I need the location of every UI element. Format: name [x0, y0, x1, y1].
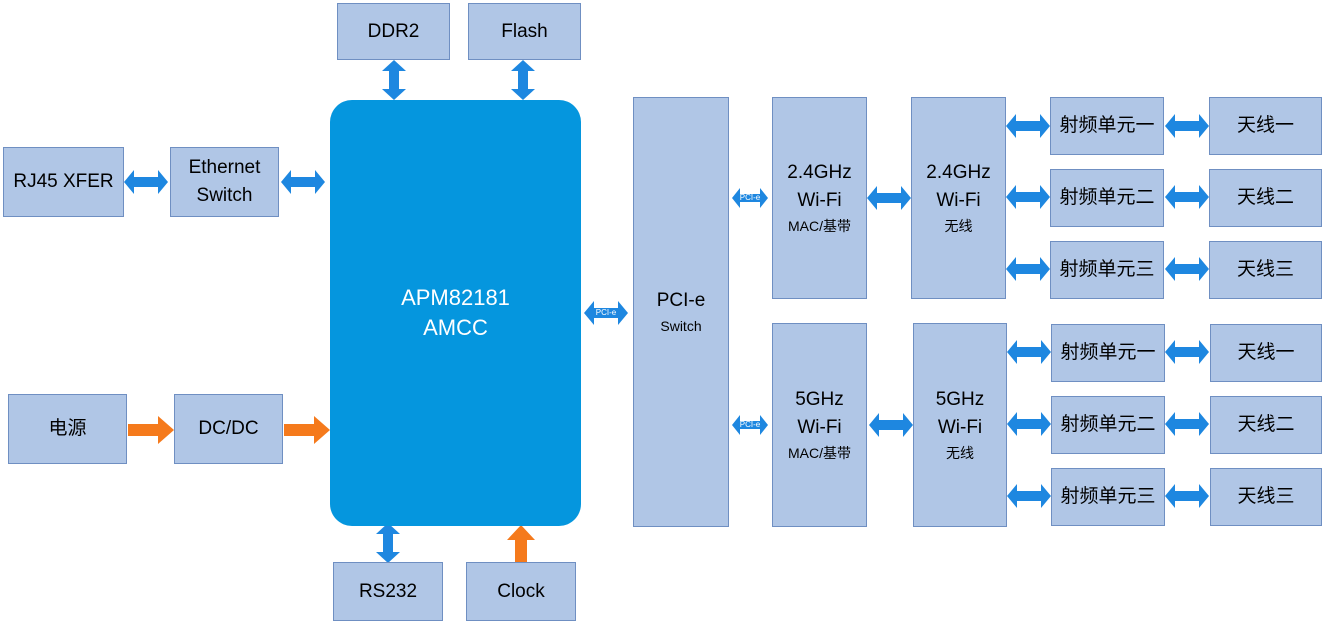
rf-unit-label: 射频单元一 — [1060, 342, 1156, 363]
pcie-switch-box: PCI-e Switch — [633, 97, 729, 527]
mac5-radio-arrow — [869, 413, 913, 437]
radio-5-line2: Wi-Fi — [937, 417, 983, 438]
clock-box: Clock — [466, 562, 576, 621]
clock-label: Clock — [497, 580, 545, 602]
rf2-ant2-arrow — [1165, 185, 1209, 209]
rf1-ant1-arrow — [1165, 114, 1209, 138]
mac-5-line2: Wi-Fi — [797, 417, 842, 438]
radio-24-line2: Wi-Fi — [936, 190, 981, 211]
radio24-rf1-arrow — [1006, 114, 1050, 138]
flash-cpu-arrow — [511, 60, 535, 100]
rf-unit-label: 射频单元三 — [1060, 486, 1156, 507]
ethernet-switch-line2: Switch — [196, 185, 253, 206]
antenna-5-1: 天线一 — [1210, 324, 1322, 382]
ethernet-switch-box: Ethernet Switch — [170, 147, 279, 217]
mac-24-line2: Wi-Fi — [797, 190, 842, 211]
rj45-box: RJ45 XFER — [3, 147, 124, 217]
pcie-switch-line2: Switch — [660, 318, 702, 334]
ddr2-label: DDR2 — [367, 20, 420, 42]
antenna-label: 天线三 — [1237, 486, 1295, 507]
cpu-model: APM82181 — [401, 285, 510, 310]
rf1-ant1-5g-arrow — [1165, 340, 1209, 364]
radio-5ghz-box: 5GHz Wi-Fi 无线 — [913, 323, 1007, 527]
mac-5-line3: MAC/基带 — [788, 445, 851, 461]
radio24-rf2-arrow — [1006, 185, 1050, 209]
power-dcdc-arrow — [128, 416, 174, 444]
rs232-box: RS232 — [333, 562, 443, 621]
mac-24ghz-box: 2.4GHz Wi-Fi MAC/基带 — [772, 97, 867, 299]
rf-unit-5-3: 射频单元三 — [1051, 468, 1165, 526]
ethernet-switch-line1: Ethernet — [188, 157, 261, 178]
mac-5-line1: 5GHz — [795, 389, 844, 410]
radio5-rf2-arrow — [1007, 412, 1051, 436]
rf-unit-label: 射频单元一 — [1059, 115, 1155, 136]
mac-24-line3: MAC/基带 — [788, 218, 851, 234]
rf-unit-24-3: 射频单元三 — [1050, 241, 1164, 299]
rj45-switch-arrow — [124, 170, 168, 194]
antenna-5-2: 天线二 — [1210, 396, 1322, 454]
antenna-label: 天线三 — [1236, 259, 1294, 280]
radio-24-line3: 无线 — [944, 218, 973, 234]
rf3-ant3-5g-arrow — [1165, 484, 1209, 508]
clock-cpu-arrow — [507, 525, 535, 562]
radio-5-line1: 5GHz — [935, 389, 985, 410]
flash-label: Flash — [501, 20, 548, 42]
radio5-rf3-arrow — [1007, 484, 1051, 508]
dcdc-cpu-arrow — [284, 416, 330, 444]
antenna-label: 天线一 — [1237, 342, 1295, 363]
cpu-block: APM82181 AMCC — [330, 100, 581, 526]
dcdc-box: DC/DC — [174, 394, 283, 464]
antenna-label: 天线二 — [1237, 414, 1295, 435]
antenna-24-3: 天线三 — [1209, 241, 1322, 299]
rj45-label: RJ45 XFER — [13, 171, 114, 192]
link-label-pcie-mac24: PCI-e — [739, 193, 761, 202]
radio-24ghz-box: 2.4GHz Wi-Fi 无线 — [911, 97, 1006, 299]
radio5-rf1-arrow — [1007, 340, 1051, 364]
mac24-radio-arrow — [867, 186, 911, 210]
power-source-label: 电源 — [48, 418, 87, 439]
power-source-box: 电源 — [8, 394, 127, 464]
rf-unit-label: 射频单元二 — [1059, 187, 1155, 208]
radio-24-line1: 2.4GHz — [926, 162, 991, 183]
mac-5ghz-box: 5GHz Wi-Fi MAC/基带 — [772, 323, 867, 527]
radio24-rf3-arrow — [1006, 257, 1050, 281]
rs232-cpu-arrow — [376, 523, 400, 563]
rf-unit-label: 射频单元三 — [1059, 259, 1155, 280]
antenna-label: 天线二 — [1236, 187, 1294, 208]
rf-unit-24-2: 射频单元二 — [1050, 169, 1164, 227]
link-label-pcie-mac5: PCI-e — [739, 420, 761, 429]
cpu-vendor: AMCC — [423, 315, 488, 340]
ddr2-box: DDR2 — [337, 3, 450, 60]
rf-unit-5-1: 射频单元一 — [1051, 324, 1165, 382]
switch-cpu-arrow — [281, 170, 325, 194]
rf-unit-24-1: 射频单元一 — [1050, 97, 1164, 155]
rs232-label: RS232 — [358, 580, 418, 602]
dcdc-label: DC/DC — [198, 418, 259, 439]
antenna-5-3: 天线三 — [1210, 468, 1322, 526]
rf3-ant3-arrow — [1165, 257, 1209, 281]
antenna-24-2: 天线二 — [1209, 169, 1322, 227]
rf-unit-5-2: 射频单元二 — [1051, 396, 1165, 454]
flash-box: Flash — [468, 3, 581, 60]
ddr-cpu-arrow — [382, 60, 406, 100]
mac-24-line1: 2.4GHz — [787, 162, 852, 183]
radio-5-line3: 无线 — [946, 445, 974, 461]
antenna-label: 天线一 — [1236, 115, 1294, 136]
link-label-cpu-pcie: PCI-e — [595, 308, 617, 317]
antenna-24-1: 天线一 — [1209, 97, 1322, 155]
rf-unit-label: 射频单元二 — [1060, 414, 1156, 435]
pcie-switch-line1: PCI-e — [656, 290, 706, 311]
rf2-ant2-5g-arrow — [1165, 412, 1209, 436]
